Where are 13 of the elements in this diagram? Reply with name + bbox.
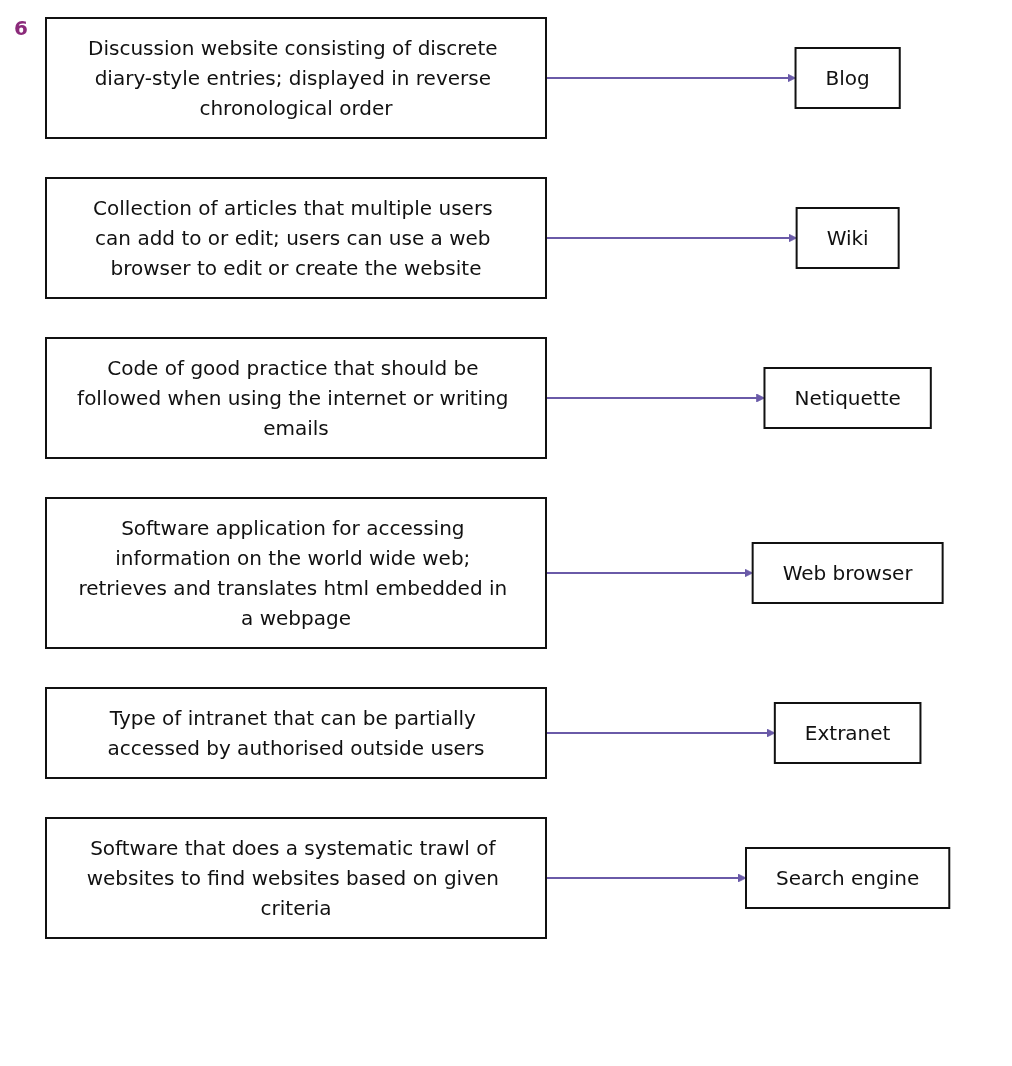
question-number: 6	[14, 16, 28, 40]
node-box: Web browser	[751, 542, 944, 604]
node-box: Netiquette	[763, 367, 932, 429]
node-box: Software application for accessing information on the world wide web; retrieves and translates html embedded in a webpage	[44, 497, 547, 649]
node-box: Discussion website consisting of discrete diary-style entries; displayed in reverse chronological order	[44, 17, 547, 139]
node-box: Code of good practice that should be followed when using the internet or writing emails	[44, 337, 547, 459]
node-box: Wiki	[795, 207, 900, 269]
node-box: Software that does a systematic trawl of websites to find websites based on given criteria	[44, 817, 547, 939]
node-box: Collection of articles that multiple users can add to or edit; users can use a web browser to edit or create the website	[44, 177, 547, 299]
node-box: Type of intranet that can be partially accessed by authorised outside users	[44, 687, 547, 779]
node-box: Blog	[794, 47, 901, 109]
node-box: Extranet	[773, 702, 922, 764]
node-box: Search engine	[744, 847, 951, 909]
